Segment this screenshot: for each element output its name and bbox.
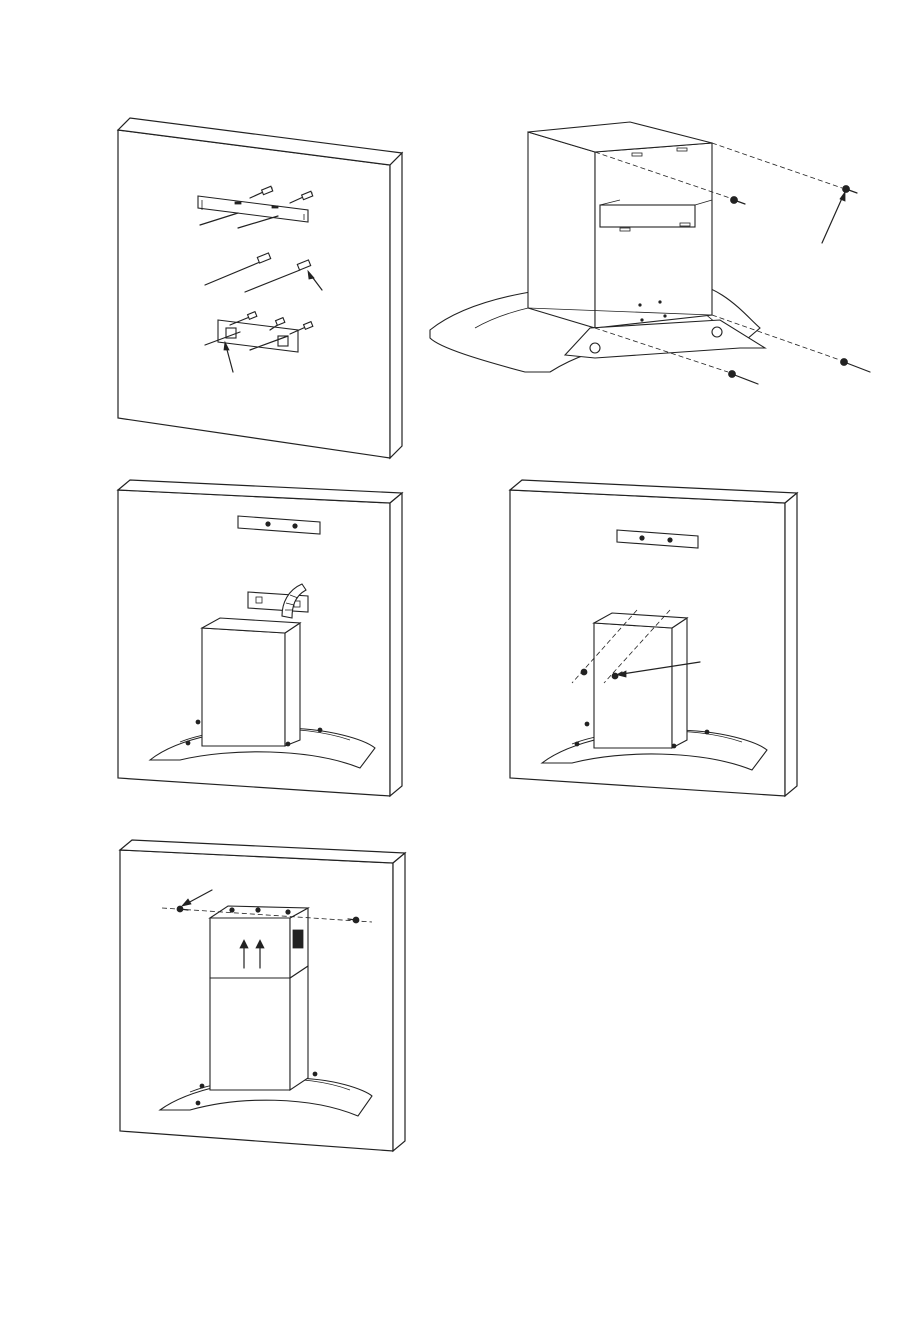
screw-bottom-back bbox=[841, 359, 871, 373]
panel-fix-hood bbox=[502, 478, 812, 803]
panel-chimney-cover bbox=[110, 838, 410, 1158]
lower-chimney bbox=[210, 966, 308, 1090]
screw-bottom-front bbox=[729, 371, 759, 385]
pointer-arrow-screw bbox=[822, 192, 845, 243]
screws bbox=[729, 186, 871, 385]
screw-top-front bbox=[731, 197, 746, 205]
panel-hood-frame bbox=[420, 110, 900, 400]
wall bbox=[118, 118, 402, 458]
chimney-frame bbox=[528, 122, 712, 328]
panel-hang-hood bbox=[110, 478, 410, 803]
panel-wall-brackets bbox=[110, 110, 410, 465]
